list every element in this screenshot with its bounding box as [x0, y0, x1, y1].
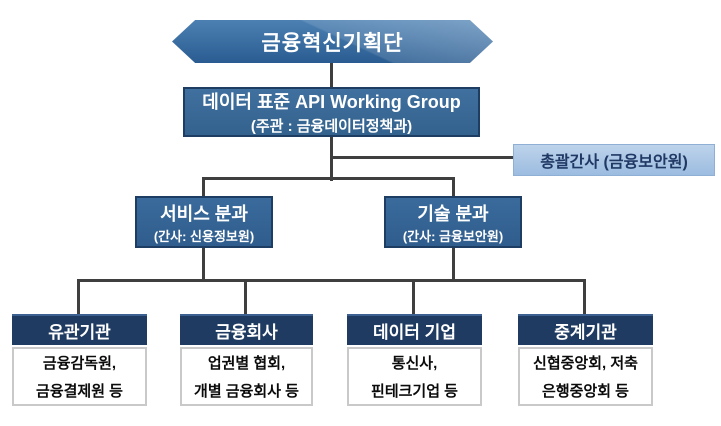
group-3-member-line-2: 핀테크기업 등 [371, 383, 458, 400]
connector-stub-tech-branch [452, 177, 455, 196]
group-4-member-line-2: 은행중앙회 등 [542, 383, 629, 400]
group-1-header: 유관기관 [12, 314, 147, 345]
group-3-header: 데이터 기업 [347, 314, 482, 345]
working-group-title: 데이터 표준 API Working Group [202, 92, 461, 112]
root-org-label: 금융혁신기획단 [261, 31, 404, 55]
general-secretary-label: 총괄간사 (금융보안원) [540, 154, 688, 171]
connector-stub-group-4 [583, 279, 586, 314]
connector-bottom-rail [77, 279, 586, 282]
working-group-subtitle: (주관 : 금융데이터정책과) [250, 118, 413, 135]
connector-to-general-secretary [333, 156, 513, 159]
connector-stub-service-branch [202, 177, 205, 196]
root-org-banner: 금융혁신기획단 [172, 20, 493, 63]
group-3-members: 통신사, 핀테크기업 등 [347, 347, 482, 406]
group-card-related-institutions: 유관기관 금융감독원, 금융결제원 등 [12, 314, 147, 406]
group-3-member-line-1: 통신사, [391, 355, 438, 372]
group-1-member-line-2: 금융결제원 등 [36, 383, 123, 400]
group-2-members: 업권별 협회, 개별 금융회사 등 [180, 347, 313, 406]
group-1-members: 금융감독원, 금융결제원 등 [12, 347, 147, 406]
connector-tech-branch-down [452, 248, 455, 282]
group-2-member-line-1: 업권별 협회, [207, 355, 286, 372]
service-branch-box: 서비스 분과 (간사: 신용정보원) [135, 196, 273, 248]
connector-stub-group-1 [77, 279, 80, 314]
group-card-data-companies: 데이터 기업 통신사, 핀테크기업 등 [347, 314, 482, 406]
group-4-member-line-1: 신협중앙회, 저축 [533, 355, 638, 372]
group-2-header: 금융회사 [180, 314, 313, 345]
tech-branch-subtitle: (간사: 금융보안원) [402, 228, 504, 244]
service-branch-title: 서비스 분과 [160, 203, 248, 224]
group-2-member-line-2: 개별 금융회사 등 [194, 383, 299, 400]
connector-stub-group-3 [412, 281, 415, 314]
group-4-members: 신협중앙회, 저축 은행중앙회 등 [518, 347, 653, 406]
group-1-member-line-1: 금융감독원, [42, 355, 117, 372]
group-4-header: 중계기관 [518, 314, 653, 345]
tech-branch-title: 기술 분과 [417, 203, 489, 224]
general-secretary-box: 총괄간사 (금융보안원) [513, 144, 715, 176]
connector-stub-group-2 [244, 281, 247, 314]
service-branch-subtitle: (간사: 신용정보원) [153, 228, 255, 244]
group-card-relay-institutions: 중계기관 신협중앙회, 저축 은행중앙회 등 [518, 314, 653, 406]
tech-branch-box: 기술 분과 (간사: 금융보안원) [384, 196, 522, 248]
group-card-financial-companies: 금융회사 업권별 협회, 개별 금융회사 등 [180, 314, 313, 406]
connector-working-group-down [330, 137, 333, 181]
connector-service-branch-down [202, 248, 205, 282]
connector-root-to-working-group [330, 63, 333, 87]
working-group-box: 데이터 표준 API Working Group (주관 : 금융데이터정책과) [183, 87, 480, 137]
connector-branch-split [202, 177, 455, 180]
